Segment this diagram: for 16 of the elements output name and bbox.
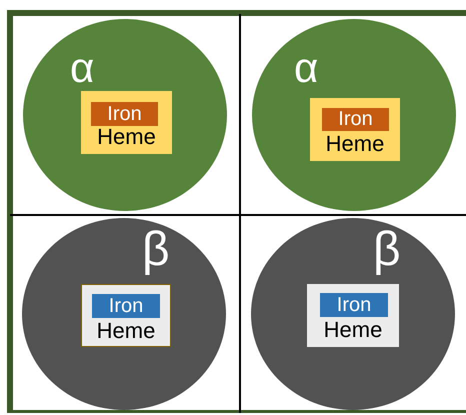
iron-label: Iron xyxy=(322,108,389,131)
heme-box xyxy=(310,98,400,161)
heme-label: Heme xyxy=(96,126,157,148)
iron-label: Iron xyxy=(320,293,388,317)
subunit-label: β xyxy=(373,226,401,274)
heme-box xyxy=(81,284,171,347)
iron-label: Iron xyxy=(92,294,160,318)
heme-label: Heme xyxy=(322,319,384,341)
heme-box xyxy=(81,91,172,154)
heme-label: Heme xyxy=(96,320,156,342)
heme-box xyxy=(307,284,399,347)
subunit-label: α xyxy=(294,47,318,89)
heme-label: Heme xyxy=(324,133,386,155)
subunit-label: β xyxy=(142,226,170,274)
subunit-label: α xyxy=(70,47,94,89)
iron-label: Iron xyxy=(91,102,158,126)
